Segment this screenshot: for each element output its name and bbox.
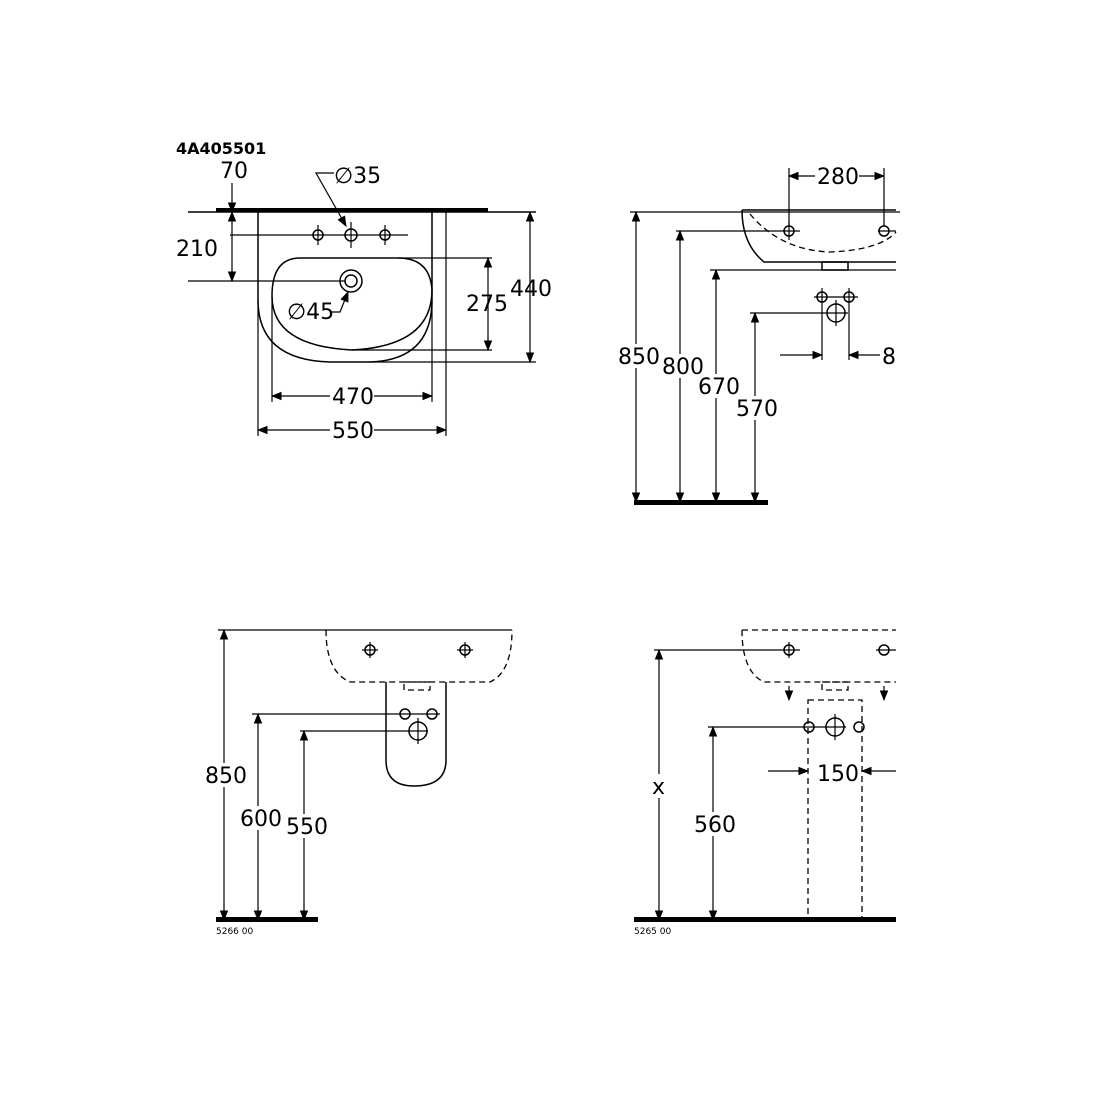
half-pedestal-view: 850 600 550 5266 00 [205, 628, 513, 937]
floor [634, 500, 768, 505]
dim-850-half: 850 [205, 764, 247, 789]
dim-d45: ∅45 [287, 300, 334, 325]
basin-outline [257, 212, 433, 363]
dim-470: 470 [332, 385, 374, 410]
dim-550: 550 [332, 419, 374, 444]
outlet [821, 261, 849, 271]
side-view: 280 8 850 800 670 570 [618, 164, 900, 505]
floor [634, 917, 896, 922]
dim-600: 600 [240, 807, 282, 832]
basin-hidden [741, 629, 896, 683]
dim-275: 275 [466, 292, 508, 317]
dim-570: 570 [736, 397, 778, 422]
dim-670: 670 [698, 375, 740, 400]
dim-280: 280 [817, 165, 859, 190]
article-pedestal: 5265 00 [634, 927, 671, 937]
dim-550-half: 550 [286, 815, 328, 840]
outlet [403, 681, 431, 691]
basin-hidden [325, 629, 513, 683]
dim-850-side: 850 [618, 345, 660, 370]
dim-150: 150 [817, 762, 859, 787]
dim-8: 8 [882, 345, 896, 370]
dim-800: 800 [662, 355, 704, 380]
pedestal-view: 150 x 560 5265 00 [634, 629, 896, 937]
article-half-pedestal: 5266 00 [216, 927, 253, 937]
dim-560: 560 [694, 813, 736, 838]
half-pedestal [385, 682, 447, 787]
outlet [821, 681, 849, 691]
dim-210: 210 [176, 237, 218, 262]
top-view: 4A405501 70 210 ∅35 [176, 139, 552, 444]
wall-plate [216, 208, 488, 212]
dim-d35: ∅35 [334, 164, 381, 189]
bowl-hidden [749, 213, 897, 253]
dim-440: 440 [510, 277, 552, 302]
floor [216, 917, 318, 922]
basin-side [741, 209, 896, 263]
tap-holes [230, 222, 408, 248]
pedestal [807, 699, 863, 919]
dim-70: 70 [220, 159, 248, 184]
dim-x: x [652, 775, 665, 800]
article-number: 4A405501 [176, 139, 266, 158]
